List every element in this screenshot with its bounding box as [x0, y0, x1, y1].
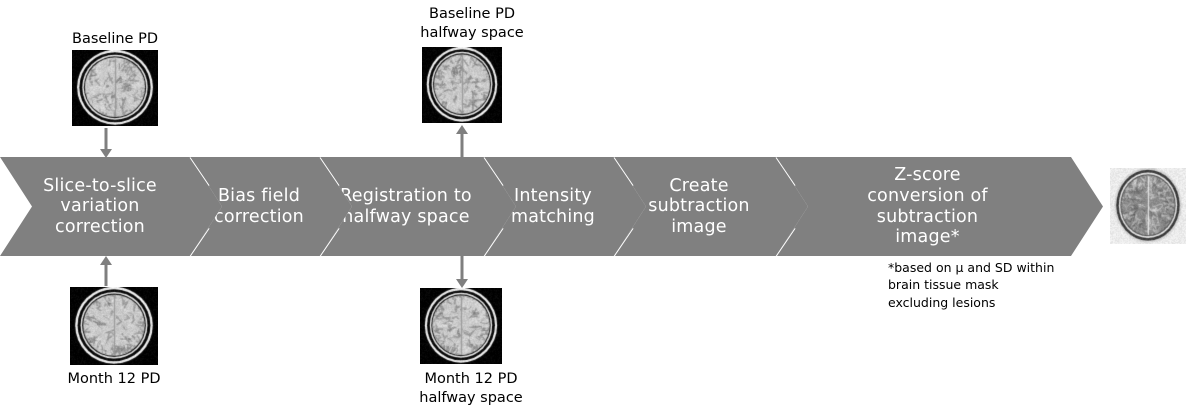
baseline-pd-brain-image: [72, 50, 158, 126]
zscore-subtraction-brain-image: [1110, 168, 1186, 244]
pipeline-banner: Slice-to-slice variation correction Bias…: [0, 157, 1103, 256]
caption-baseline-pd-halfway: Baseline PD halfway space: [420, 6, 524, 41]
stage-label: Z-score conversion of subtraction image*: [867, 165, 988, 248]
brain-canvas: [72, 50, 158, 126]
brain-canvas: [420, 288, 502, 364]
stage-label: Registration to halfway space: [340, 185, 472, 227]
arrow-pipeline-to-month12-pd-halfway: [455, 256, 469, 288]
stage-z-score-conversion[interactable]: Z-score conversion of subtraction image*: [776, 157, 1103, 256]
baseline-pd-halfway-brain-image: [422, 47, 502, 123]
stage-registration-to-halfway-space[interactable]: Registration to halfway space: [320, 157, 516, 256]
brain-canvas: [70, 287, 158, 365]
stage-label: Bias field correction: [214, 185, 304, 227]
stage-label: Slice-to-slice variation correction: [43, 175, 157, 237]
arrow-baseline-pd-to-pipeline: [99, 128, 113, 158]
caption-month12-pd: Month 12 PD: [67, 371, 161, 387]
arrow-month12-pd-to-pipeline: [99, 256, 113, 286]
footnote-zscore: *based on μ and SD within brain tissue m…: [888, 260, 1055, 310]
stage-create-subtraction-image[interactable]: Create subtraction image: [614, 157, 808, 256]
caption-month12-pd-halfway: Month 12 PD halfway space: [419, 371, 523, 406]
stage-slice-to-slice-variation-correction[interactable]: Slice-to-slice variation correction: [0, 157, 222, 256]
month12-pd-brain-image: [70, 287, 158, 365]
caption-baseline-pd: Baseline PD: [72, 31, 158, 47]
month12-pd-halfway-brain-image: [420, 288, 502, 364]
stage-label: Intensity matching: [510, 185, 595, 227]
arrow-pipeline-to-baseline-pd-halfway: [455, 125, 469, 158]
brain-canvas: [1110, 168, 1186, 244]
brain-canvas: [422, 47, 502, 123]
stage-label: Create subtraction image: [648, 175, 750, 237]
